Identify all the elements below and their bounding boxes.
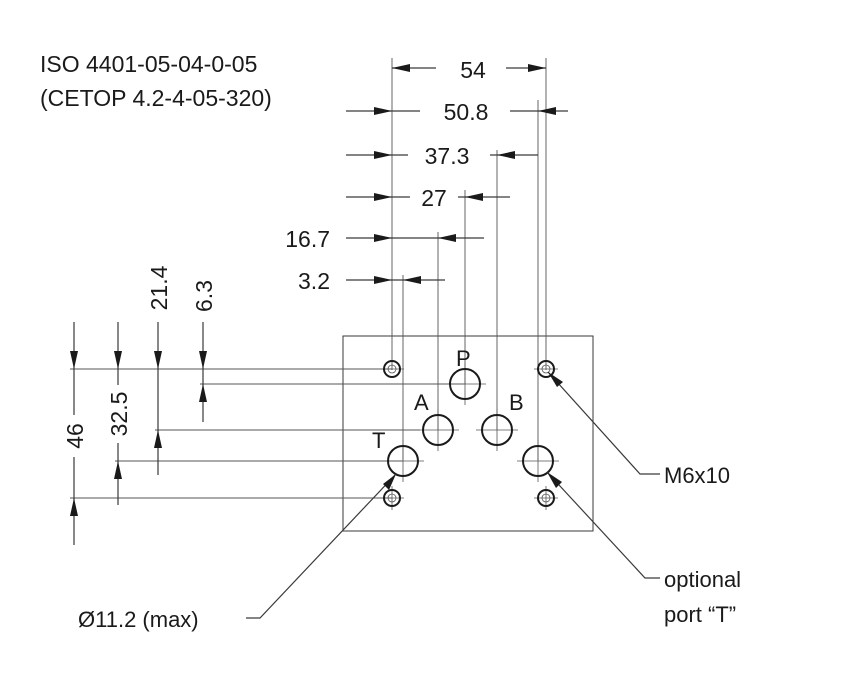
cetop-standard-label: (CETOP 4.2-4-05-320): [40, 85, 272, 111]
thread-callout: M6x10: [664, 463, 730, 488]
mounting-hole-top-left: [383, 360, 401, 378]
dim-label-3-2: 3.2: [298, 268, 330, 294]
mounting-hole-bottom-right: [537, 489, 555, 507]
horizontal-extension-lines: [70, 368, 465, 499]
port-t: [387, 445, 419, 477]
dim-row-37-3: 37.3: [346, 141, 538, 169]
leader-optional-port: [546, 471, 660, 579]
dim-row-50-8: 50.8: [346, 97, 568, 125]
dim-row-16-7: 16.7: [285, 226, 484, 252]
port-a: [422, 414, 454, 446]
optional-port-callout-line1: optional: [664, 567, 741, 592]
diameter-callout: Ø11.2 (max): [78, 607, 199, 632]
dim-label-21-4: 21.4: [146, 265, 172, 310]
dim-label-32-5: 32.5: [106, 392, 132, 437]
port-label-b: B: [509, 390, 524, 415]
mounting-hole-top-right: [537, 360, 555, 378]
port-label-t: T: [372, 428, 385, 453]
port-label-p: P: [456, 346, 471, 371]
port-t-optional: [522, 445, 554, 477]
leader-m6x10: [547, 371, 660, 475]
dim-label-37-3: 37.3: [425, 143, 470, 169]
dim-col-21-4: 21.4: [146, 265, 172, 475]
dim-label-16-7: 16.7: [285, 226, 330, 252]
dim-label-54: 54: [460, 57, 486, 83]
dim-row-54: 54: [392, 54, 546, 83]
port-p: [449, 368, 481, 400]
leader-diameter: [246, 473, 397, 619]
dim-row-3-2: 3.2: [298, 268, 445, 294]
dim-col-32-5: 32.5: [102, 322, 134, 505]
dim-label-6-3: 6.3: [191, 280, 217, 312]
optional-port-callout-line2: port “T”: [664, 602, 736, 627]
dim-col-46: 46: [58, 322, 90, 545]
iso-standard-label: ISO 4401-05-04-0-05: [40, 51, 257, 77]
dim-col-6-3: 6.3: [191, 280, 217, 422]
dim-label-27: 27: [421, 185, 447, 211]
port-center-lines: [380, 363, 559, 510]
mounting-plate-outline: [342, 335, 594, 532]
dim-row-27: 27: [346, 183, 510, 211]
port-b: [481, 414, 513, 446]
dim-label-46: 46: [62, 423, 88, 449]
dim-label-50-8: 50.8: [444, 99, 489, 125]
port-label-a: A: [414, 390, 429, 415]
mounting-hole-bottom-left: [383, 489, 401, 507]
